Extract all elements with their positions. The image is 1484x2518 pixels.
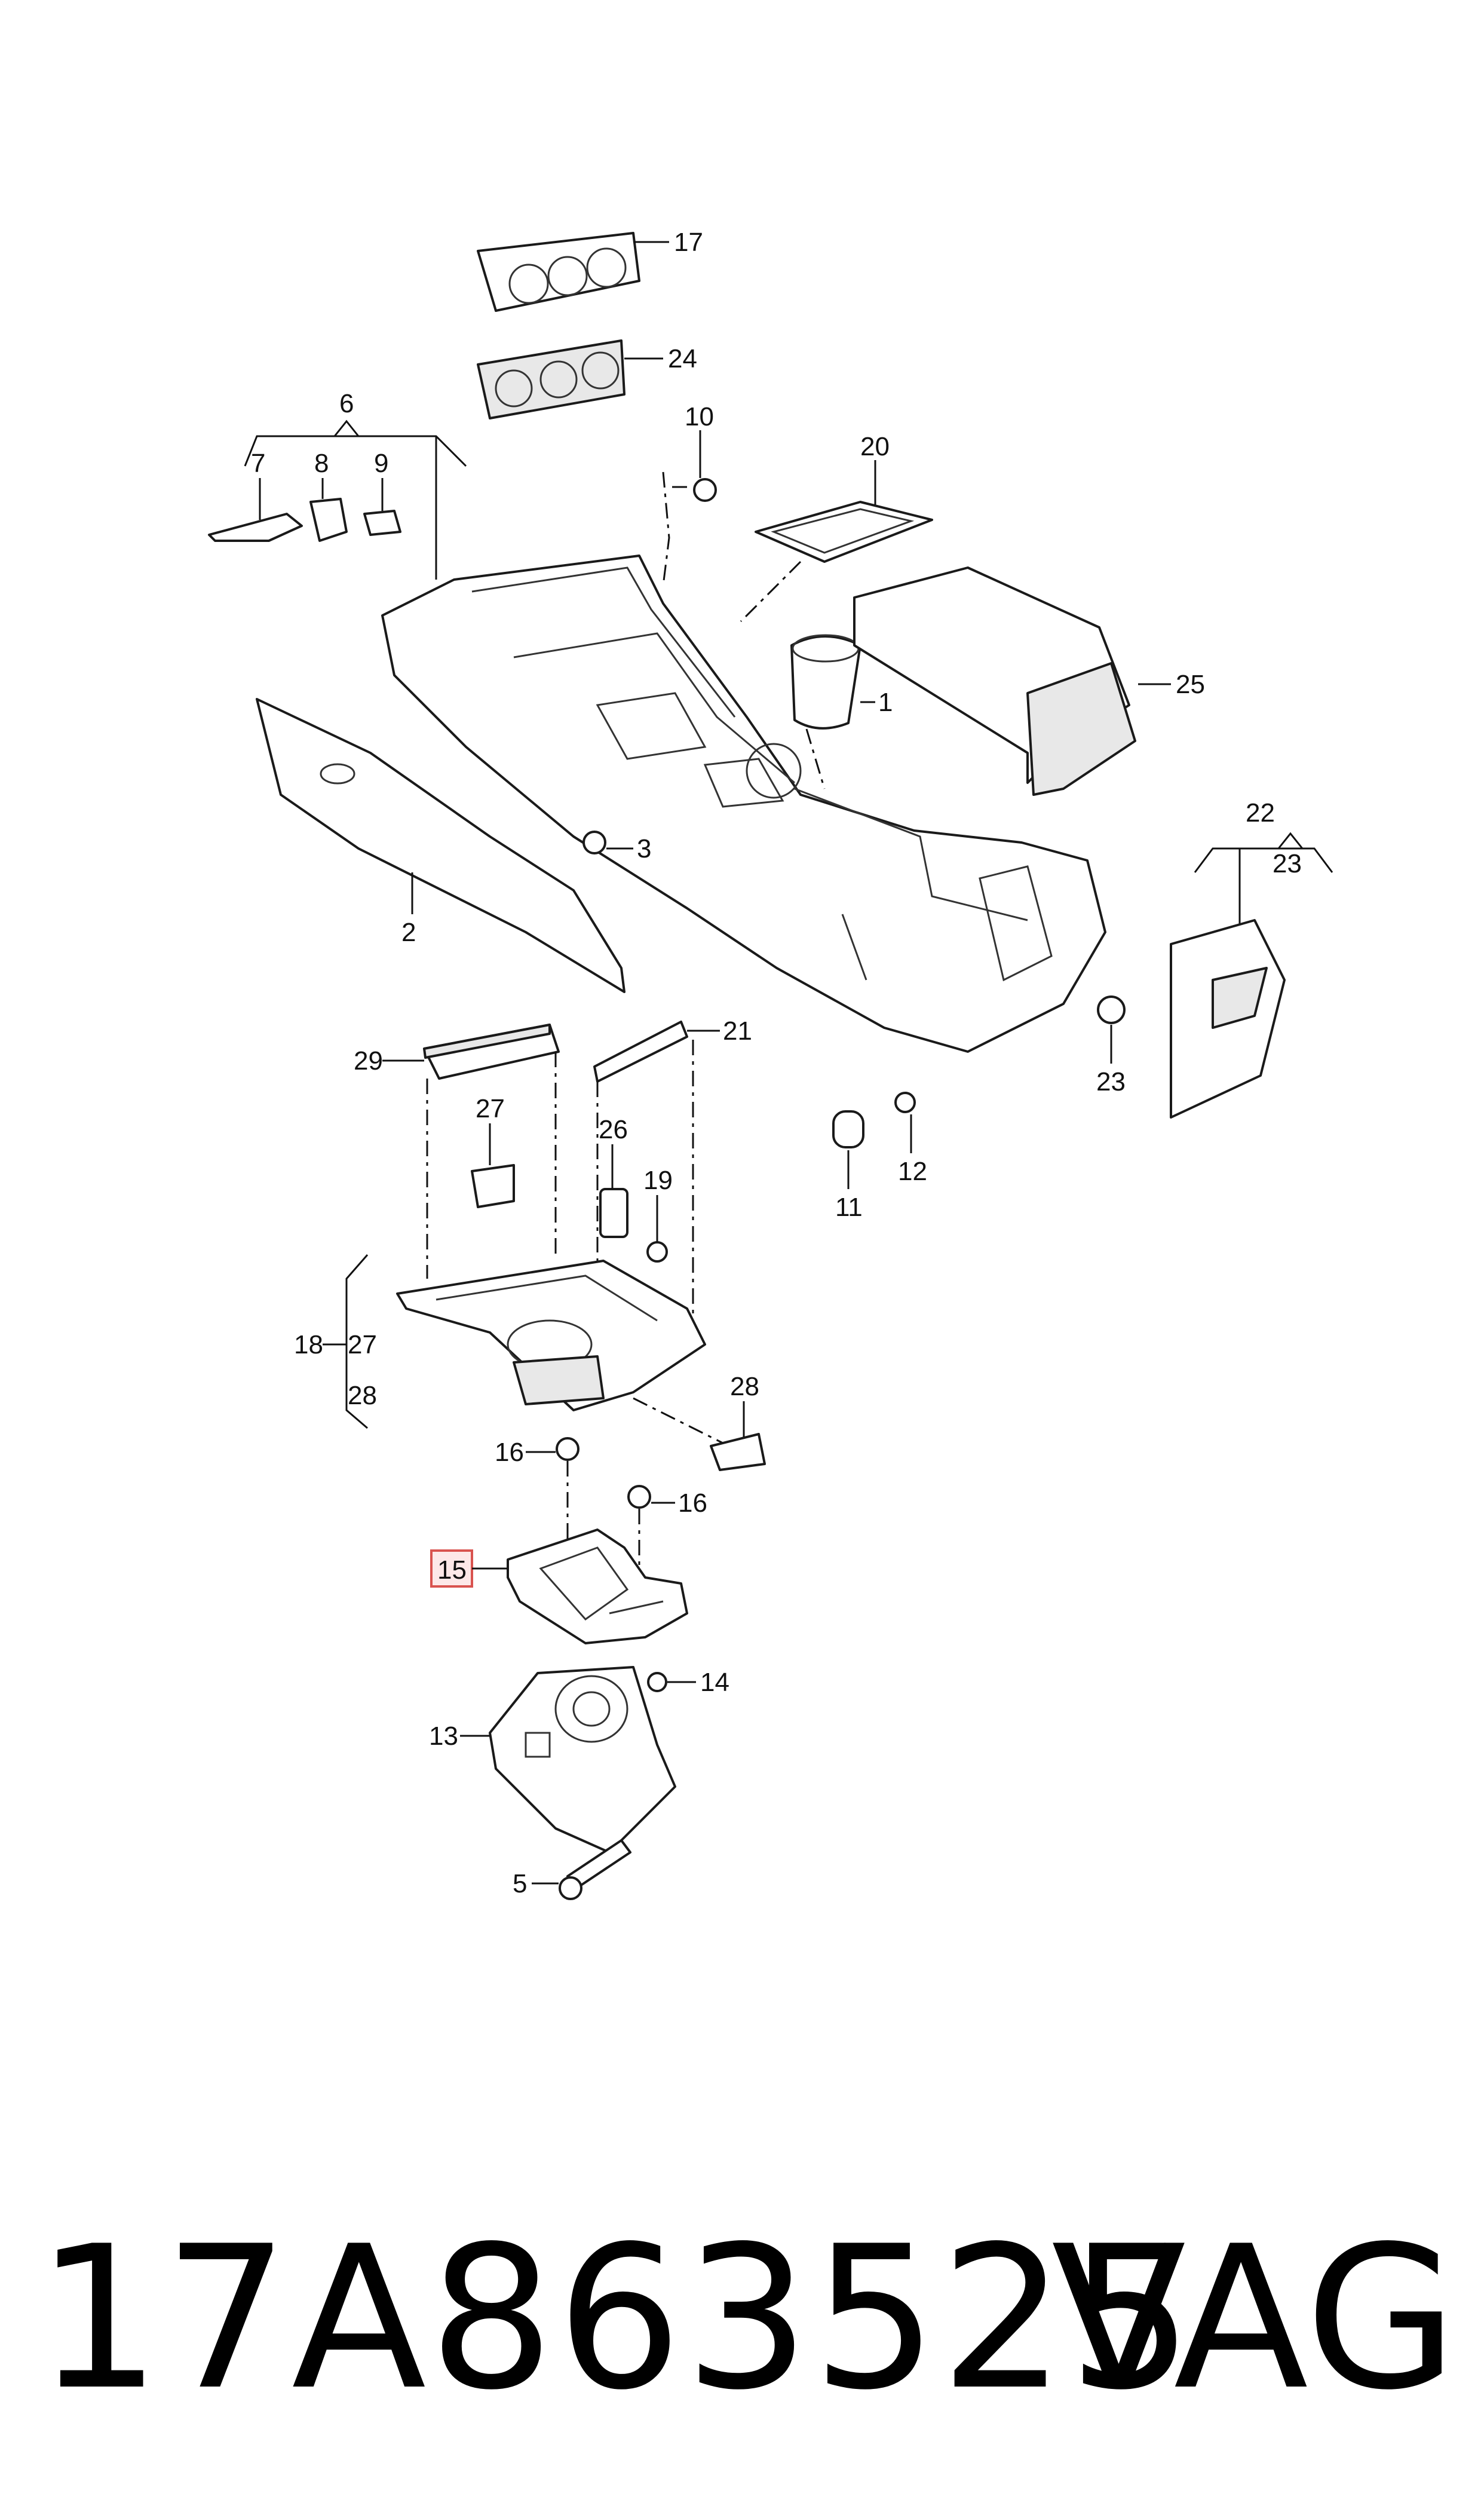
part-7-clip (208, 513, 303, 542)
callout-5: 5 (513, 1869, 527, 1898)
callout-27-mid: 27 (348, 1330, 377, 1359)
part-27-clip (471, 1164, 515, 1208)
callout-8: 8 (314, 449, 329, 478)
part-25-armrest (853, 566, 1136, 796)
callout-19: 19 (643, 1166, 673, 1195)
callout-9: 9 (374, 449, 388, 478)
part-8-clip (309, 498, 348, 542)
brand-label: VAG (1051, 2204, 1458, 2433)
part-caption: 17A863525 VAG (36, 2199, 1458, 2438)
callout-26: 26 (599, 1115, 628, 1144)
part-18-frame (396, 1260, 706, 1411)
part-10-screw (672, 478, 717, 502)
part-13-shifter-housing (489, 1666, 676, 1854)
callout-25: 25 (1176, 670, 1205, 699)
callout-3: 3 (637, 834, 651, 863)
callout-22: 22 (1246, 798, 1275, 828)
callout-18: 18 (294, 1330, 323, 1359)
part-23-clip (1097, 995, 1126, 1024)
part-14-nut (647, 1672, 667, 1692)
part-11-cap (832, 1110, 864, 1148)
callout-27-top: 27 (476, 1094, 505, 1123)
callout-15: 15 (437, 1555, 467, 1585)
part-24-control-unit (477, 339, 626, 419)
callout-23-bottom: 23 (1096, 1067, 1126, 1096)
callout-1: 1 (878, 688, 893, 717)
part-26-socket (599, 1188, 628, 1238)
callout-11: 11 (835, 1193, 863, 1222)
center-console-body (381, 555, 1106, 1053)
callout-13: 13 (429, 1721, 458, 1751)
part-15-shift-bracket (507, 1528, 688, 1644)
callout-28-mid: 28 (348, 1381, 377, 1410)
callout-29: 29 (354, 1046, 383, 1076)
part-5-cable-end (559, 1839, 631, 1900)
part-17-faceplate (477, 232, 640, 312)
callout-16-right: 16 (678, 1488, 707, 1518)
callout-6: 6 (339, 389, 354, 418)
callout-23-top: 23 (1273, 849, 1302, 878)
part-12-screw (894, 1092, 916, 1113)
part-28-clip (710, 1433, 766, 1471)
callout-10: 10 (685, 402, 714, 431)
callout-21: 21 (723, 1016, 752, 1046)
part-9-clip (363, 510, 401, 536)
callout-28-right: 28 (730, 1372, 759, 1401)
callout-17: 17 (674, 228, 703, 257)
callout-16-left: 16 (495, 1438, 524, 1467)
part-16-screw-b (627, 1485, 651, 1509)
part-19-screw (646, 1241, 668, 1263)
part-2-side-trim (256, 698, 626, 993)
callout-7: 7 (251, 449, 265, 478)
callout-14: 14 (700, 1668, 729, 1697)
part-16-screw-a (556, 1437, 580, 1461)
callout-24: 24 (668, 344, 697, 373)
part-21-trim-strip (593, 1021, 688, 1083)
part-22-rear-trim (1170, 919, 1286, 1119)
part-1-cup-holder (790, 634, 861, 730)
part-number: 17A863525 (36, 2204, 1196, 2433)
callout-2: 2 (401, 918, 416, 947)
callout-12: 12 (898, 1157, 927, 1186)
callout-20: 20 (860, 432, 890, 461)
part-29-cover (423, 1024, 560, 1080)
part-20-mat (755, 501, 933, 563)
part-3-screw (582, 831, 633, 854)
